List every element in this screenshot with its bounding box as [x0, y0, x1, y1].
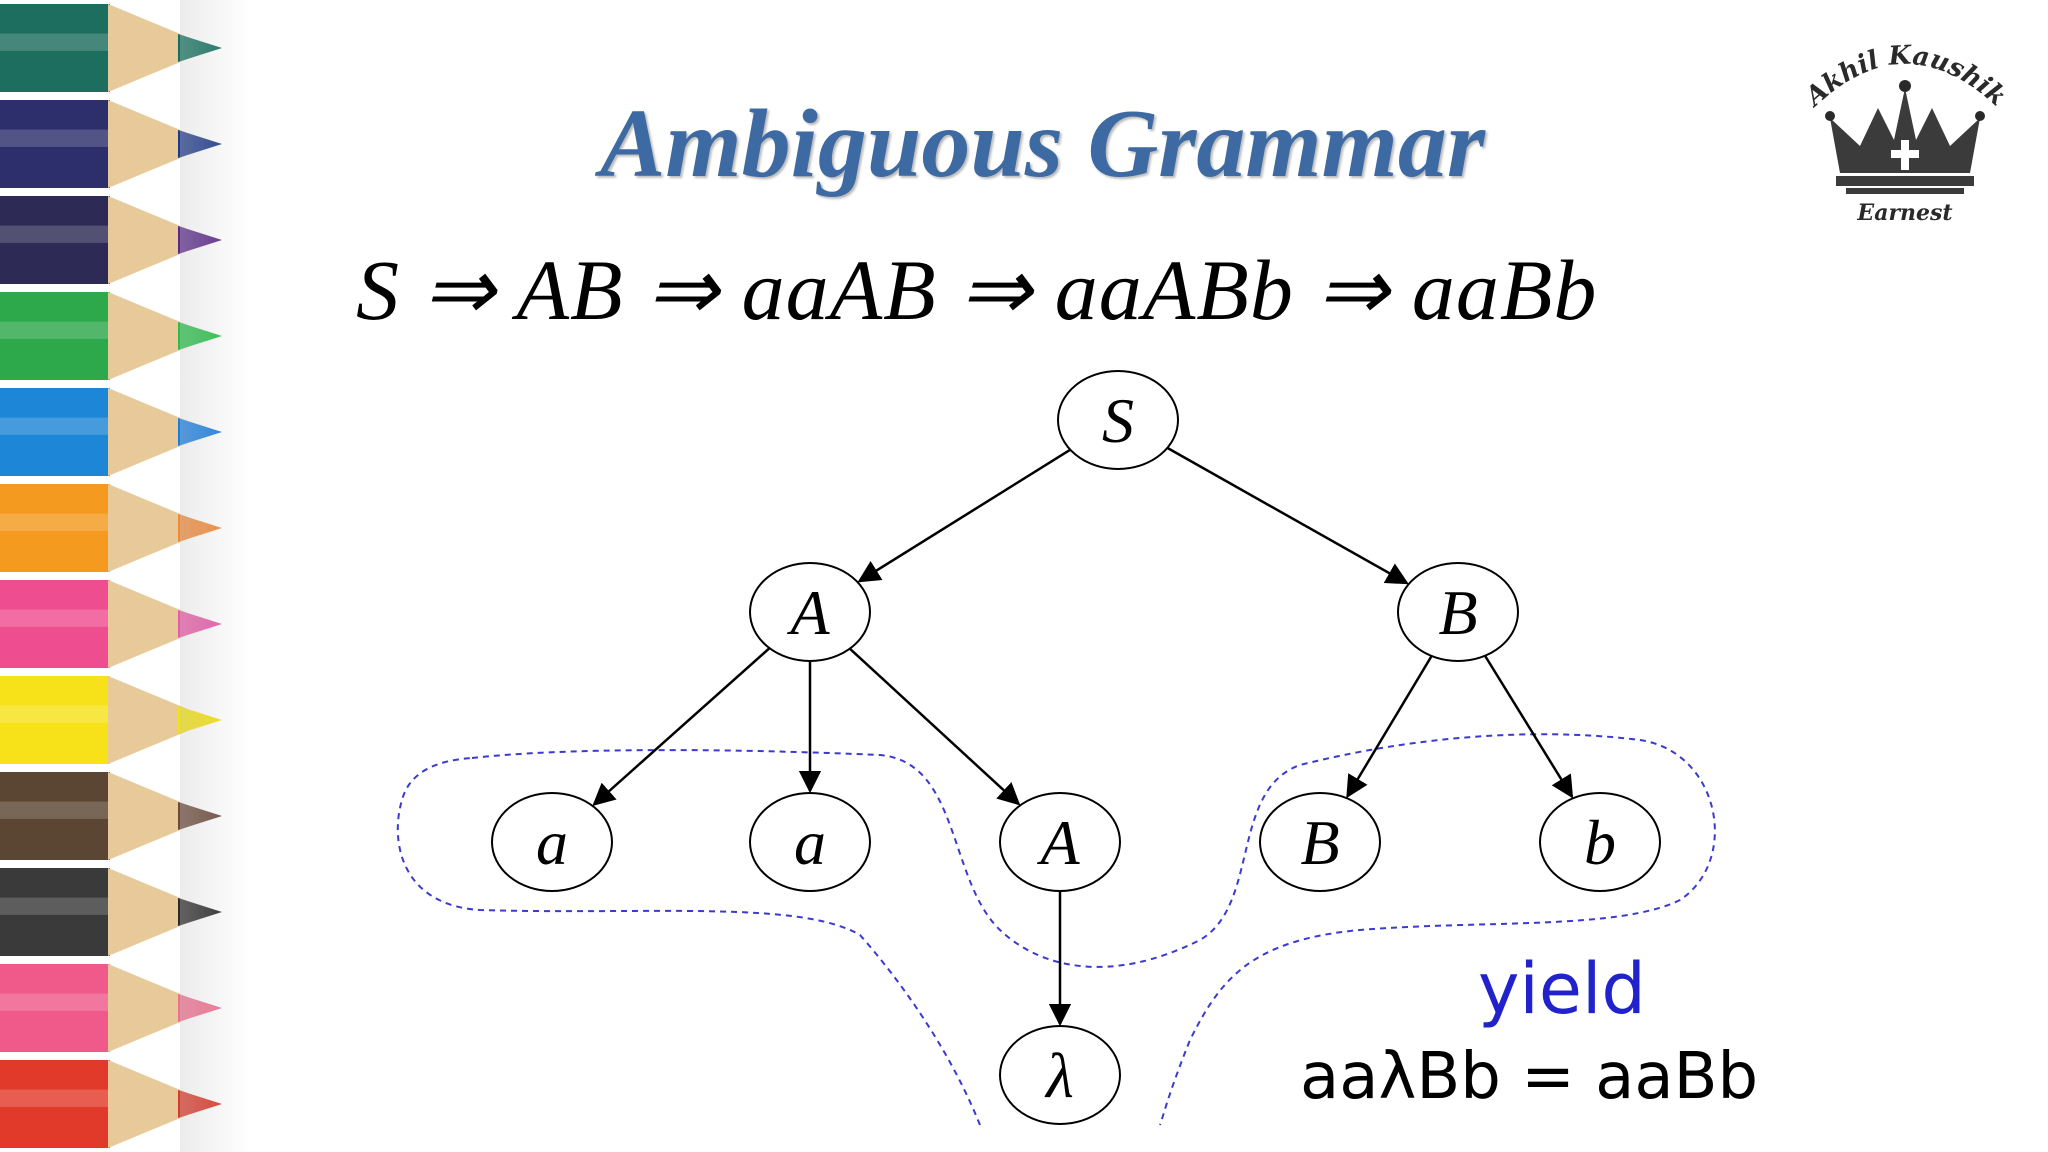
- pencil: [0, 868, 222, 956]
- tree-node-lambda: λ: [999, 1025, 1121, 1125]
- tree-node-label: S: [1102, 385, 1134, 456]
- tree-node-label: a: [794, 807, 826, 878]
- tree-node-B1: B: [1397, 562, 1519, 662]
- pencil: [0, 580, 222, 668]
- pencil: [0, 4, 222, 92]
- tree-node-ellipse: [999, 792, 1121, 892]
- tree-node-label: a: [536, 807, 568, 878]
- tree-node-ellipse: [749, 792, 871, 892]
- tree-node-ellipse: [1539, 792, 1661, 892]
- yield-label: yield: [1478, 948, 1646, 1030]
- tree-edge-B1-b1: [1483, 655, 1574, 799]
- yield-equation: aaλBb = aaBb: [1300, 1040, 1759, 1114]
- pencil: [0, 676, 222, 764]
- tree-node-ellipse: [1259, 792, 1381, 892]
- tree-node-ellipse: [1057, 370, 1179, 470]
- pencil: [0, 292, 222, 380]
- slide-title: Ambiguous Grammar: [600, 90, 1485, 198]
- pencil: [0, 100, 222, 188]
- tree-edge-A1-a1: [592, 647, 771, 807]
- pencil: [0, 1060, 222, 1148]
- pencil: [0, 484, 222, 572]
- derivation-equation: S ⇒ AB ⇒ aaAB ⇒ aaABb ⇒ aaBb: [356, 242, 1598, 338]
- tree-node-a1: a: [491, 792, 613, 892]
- tree-edges: [592, 446, 1574, 1027]
- tree-edge-A1-A2: [848, 647, 1021, 806]
- tree-edge-B1-B2: [1346, 655, 1433, 799]
- crown-icon: [1825, 80, 1985, 194]
- tree-node-a2: a: [749, 792, 871, 892]
- tree-node-ellipse: [1397, 562, 1519, 662]
- logo-tagline: Earnest: [1856, 200, 1952, 226]
- tree-node-B2: B: [1259, 792, 1381, 892]
- tree-node-S: S: [1057, 370, 1179, 470]
- pencil: [0, 964, 222, 1052]
- pencil: [0, 196, 222, 284]
- tree-node-label: A: [786, 577, 830, 648]
- pencil: [0, 388, 222, 476]
- tree-node-label: λ: [1044, 1040, 1074, 1111]
- tree-node-A2: A: [999, 792, 1121, 892]
- tree-node-ellipse: [999, 1025, 1121, 1125]
- tree-node-label: B: [1438, 577, 1477, 648]
- tree-node-ellipse: [491, 792, 613, 892]
- tree-edge-S-A1: [857, 448, 1071, 583]
- tree-edge-S-B1: [1166, 446, 1409, 585]
- yield-outline: [396, 733, 1716, 1126]
- akhil-kaushik-logo: Akhil Kaushik Earnest: [1798, 40, 2012, 226]
- pencil: [0, 772, 222, 860]
- tree-node-ellipse: [749, 562, 871, 662]
- tree-node-b1: b: [1539, 792, 1661, 892]
- tree-node-label: A: [1036, 807, 1080, 878]
- pencil-border-image: [0, 4, 222, 1148]
- tree-node-label: b: [1584, 807, 1616, 878]
- tree-node-label: B: [1300, 807, 1339, 878]
- tree-node-A1: A: [749, 562, 871, 662]
- pencil-shadow: [180, 0, 250, 1152]
